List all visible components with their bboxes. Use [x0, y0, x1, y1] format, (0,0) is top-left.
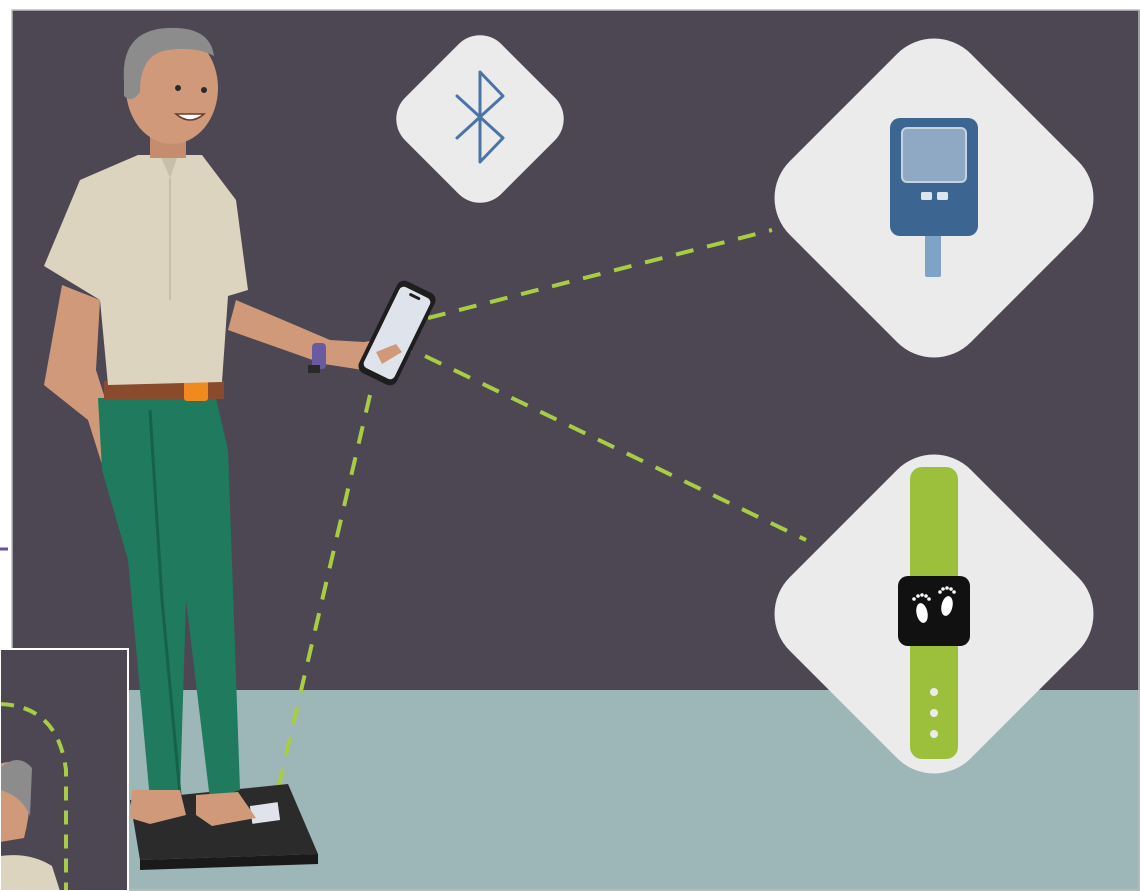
top-white-margin	[0, 0, 1140, 10]
inset-thumbnail	[0, 649, 128, 891]
